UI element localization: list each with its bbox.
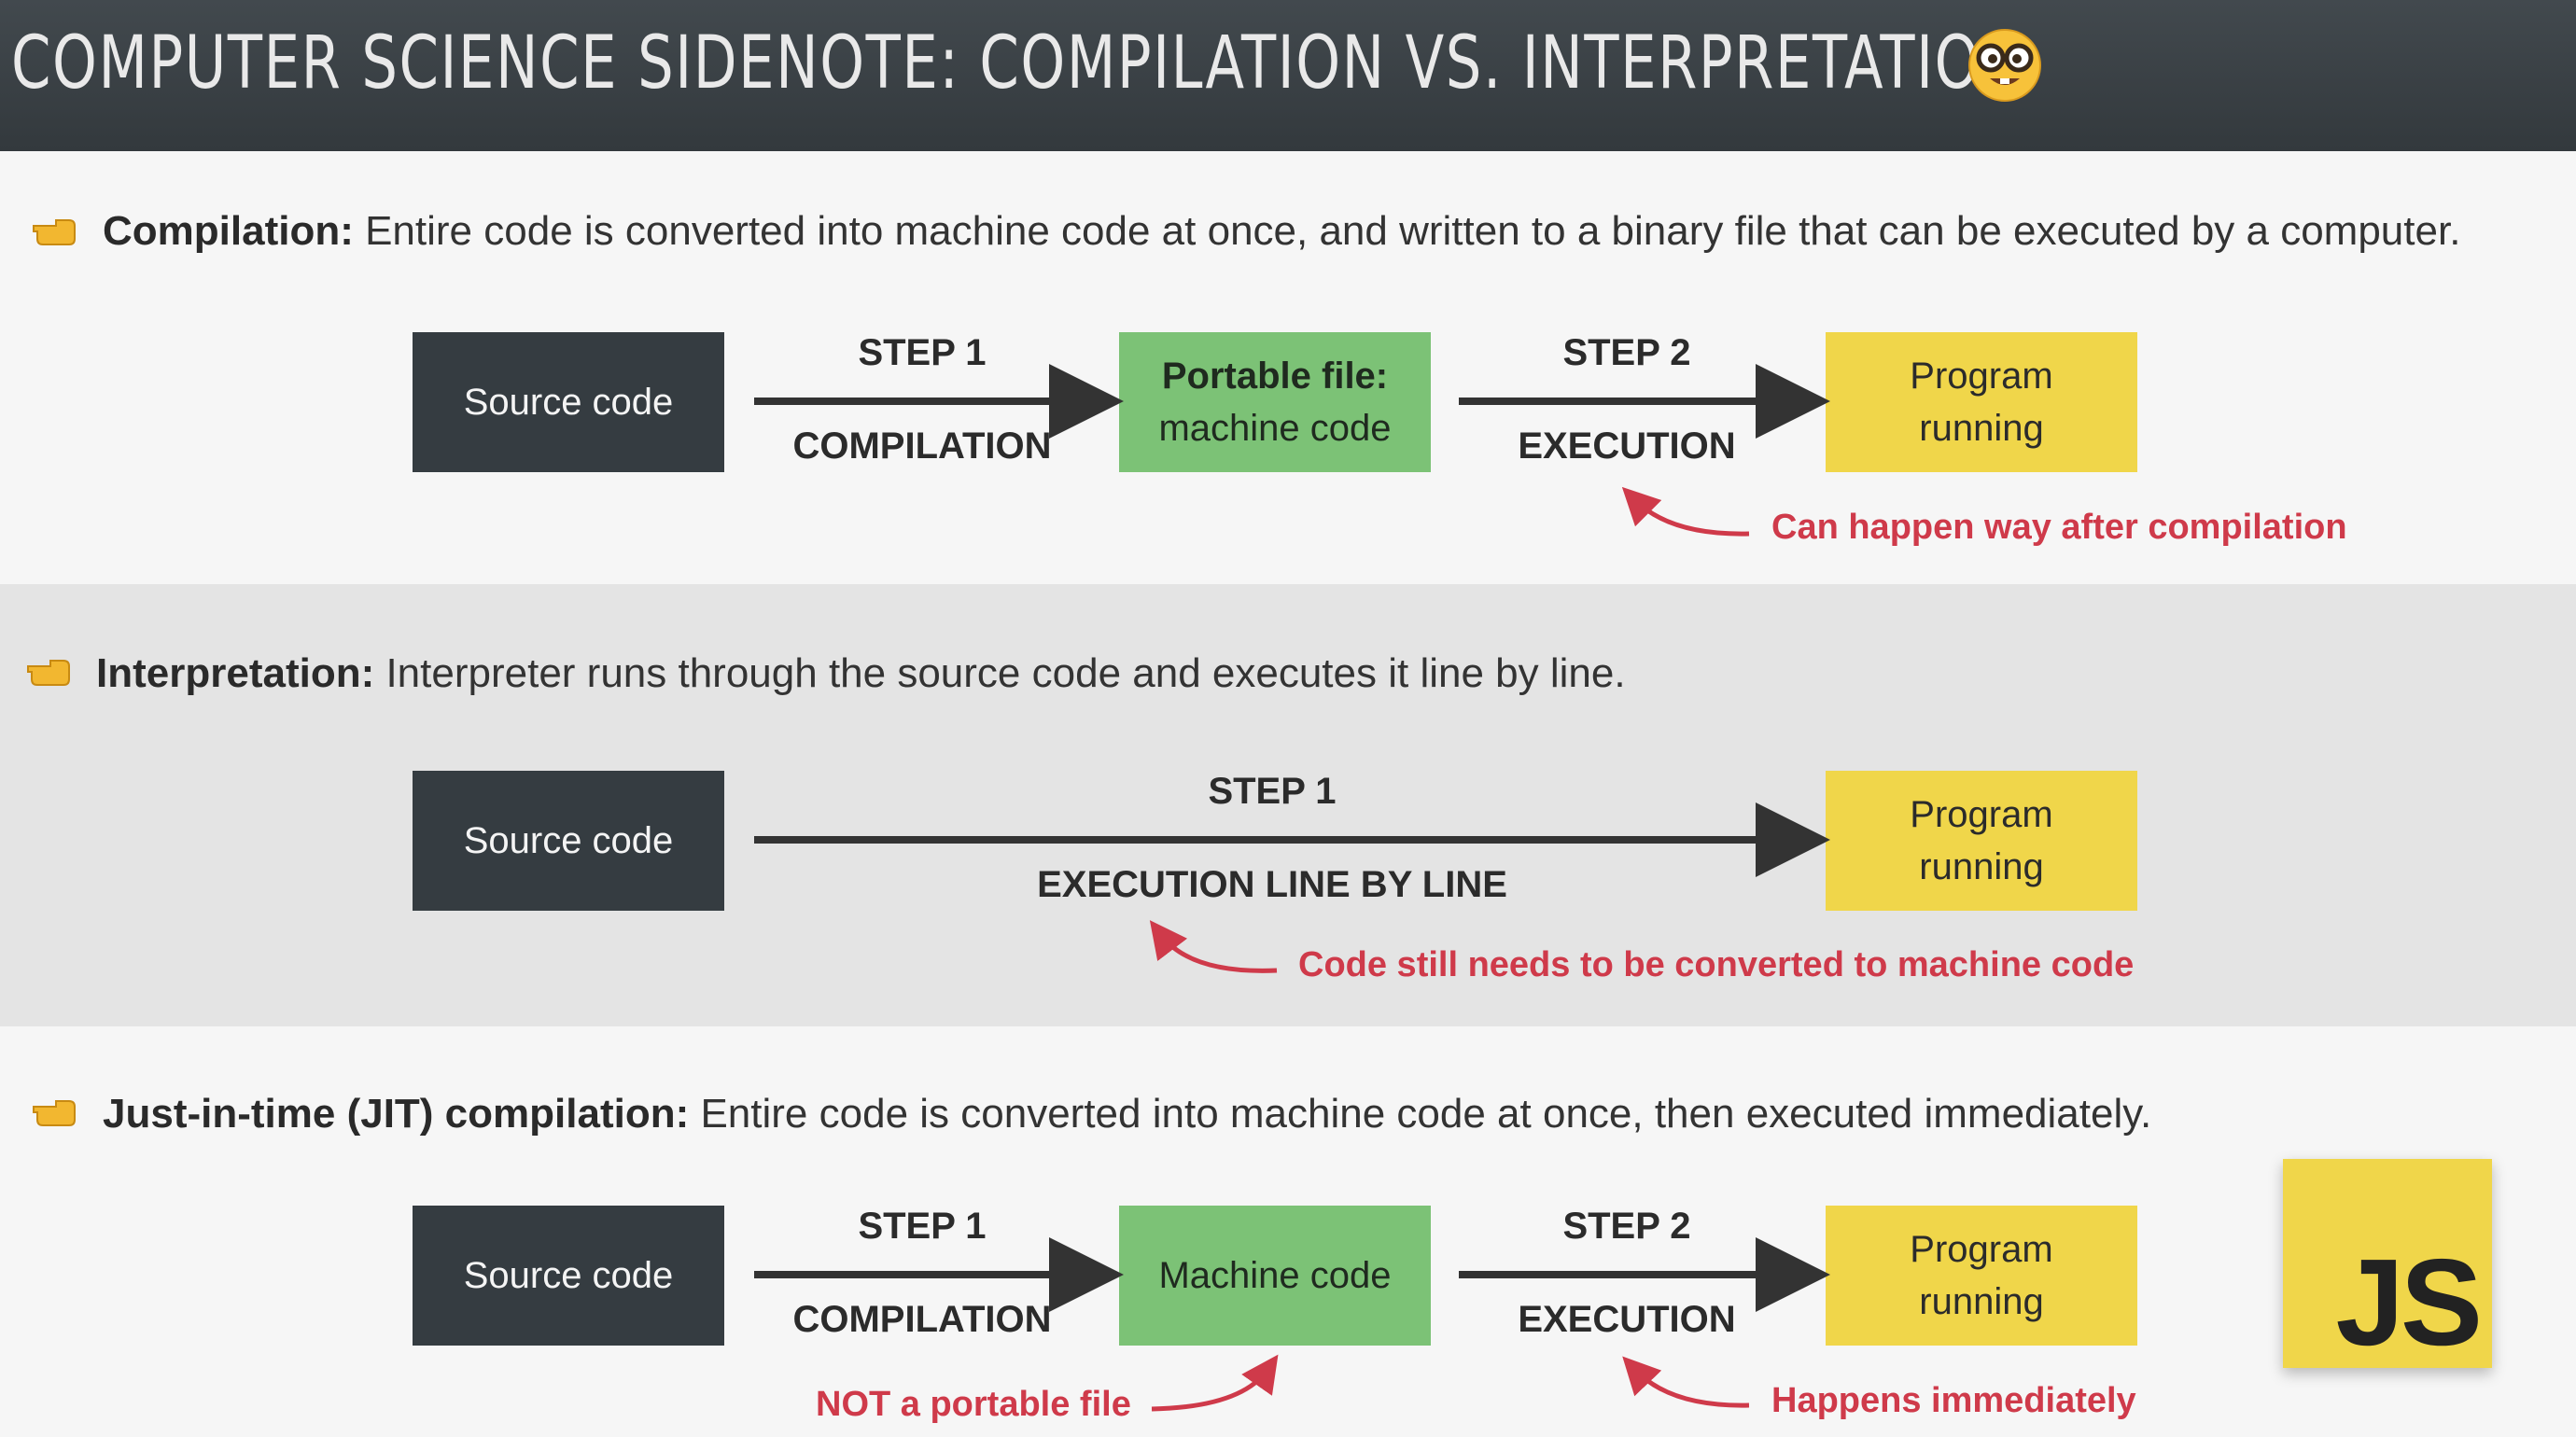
source-code-box: Source code (413, 1206, 724, 1346)
step-2-label: STEP 2 (1562, 332, 1691, 373)
note-arrow (1622, 1356, 1750, 1408)
source-code-box: Source code (413, 332, 724, 472)
jit-term: Just-in-time (JIT) compilation: (103, 1091, 690, 1137)
javascript-logo: JS (2283, 1159, 2492, 1368)
portable-file-label: Portable file: (1161, 356, 1389, 397)
compilation-definition: Compilation: Entire code is converted in… (103, 203, 2460, 259)
nerd-face-icon (1968, 29, 2041, 102)
program-label: Program (1910, 356, 2053, 397)
compilation-description: Entire code is converted into machine co… (353, 208, 2461, 254)
note-arrow (1151, 1354, 1279, 1412)
execution-label: EXECUTION (1518, 1299, 1736, 1340)
machine-code-box: Machine code (1119, 1206, 1431, 1346)
running-label: running (1919, 1281, 2044, 1322)
compilation-label: COMPILATION (792, 1299, 1052, 1340)
interpretation-definition: Interpretation: Interpreter runs through… (96, 646, 1626, 702)
step-1-label: STEP 1 (858, 1206, 987, 1247)
machine-code-label: machine code (1158, 408, 1392, 449)
portable-file-box: Portable file: machine code (1119, 332, 1431, 472)
compilation-note: Can happen way after compilation (1771, 508, 2347, 547)
note-arrow (1149, 920, 1278, 973)
program-running-box: Program running (1826, 1206, 2137, 1346)
pointing-hand-icon (33, 1100, 76, 1126)
machine-code-label: Machine code (1158, 1255, 1392, 1296)
source-code-label: Source code (463, 382, 674, 423)
pointing-hand-icon (27, 660, 70, 686)
not-portable-note: NOT a portable file (816, 1385, 1131, 1424)
execution-line-by-line-label: EXECUTION LINE BY LINE (1037, 864, 1507, 905)
step-2-label: STEP 2 (1562, 1206, 1691, 1247)
program-label: Program (1910, 1229, 2053, 1270)
pointing-hand-icon (33, 219, 76, 245)
slide-header: COMPUTER SCIENCE SIDENOTE: COMPILATION V… (0, 0, 2576, 151)
javascript-logo-label: JS (2335, 1234, 2483, 1371)
note-arrow (1621, 486, 1750, 537)
compilation-label: COMPILATION (792, 426, 1052, 467)
running-label: running (1919, 846, 2044, 887)
source-code-label: Source code (463, 820, 674, 861)
interpretation-description: Interpreter runs through the source code… (374, 650, 1626, 696)
jit-definition: Just-in-time (JIT) compilation: Entire c… (103, 1086, 2151, 1142)
step-1-label: STEP 1 (858, 332, 987, 373)
source-code-box: Source code (413, 771, 724, 911)
slide-title: COMPUTER SCIENCE SIDENOTE: COMPILATION V… (11, 21, 2025, 105)
happens-immediately-note: Happens immediately (1771, 1381, 2136, 1420)
program-running-box: Program running (1826, 332, 2137, 472)
interpretation-note: Code still needs to be converted to mach… (1298, 945, 2135, 984)
compilation-term: Compilation: (103, 208, 354, 254)
source-code-label: Source code (463, 1255, 674, 1296)
jit-description: Entire code is converted into machine co… (689, 1091, 2152, 1137)
execution-label: EXECUTION (1518, 426, 1736, 467)
interpretation-term: Interpretation: (96, 650, 375, 696)
step-1-label: STEP 1 (1208, 771, 1337, 812)
running-label: running (1919, 408, 2044, 449)
program-label: Program (1910, 794, 2053, 835)
program-running-box: Program running (1826, 771, 2137, 911)
